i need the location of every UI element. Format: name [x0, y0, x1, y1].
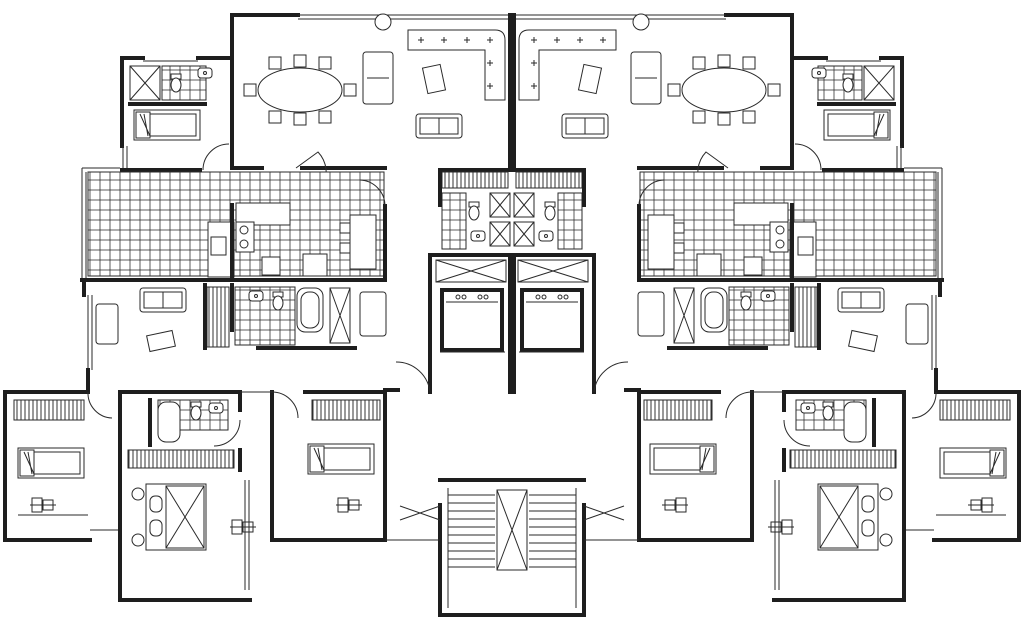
stair-core-center — [496, 13, 528, 571]
